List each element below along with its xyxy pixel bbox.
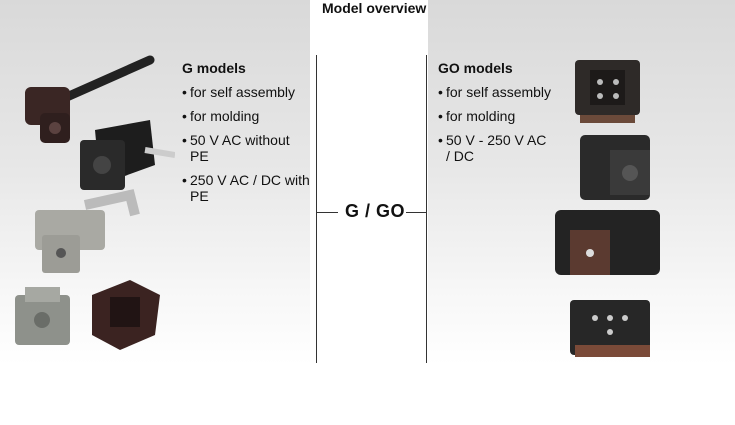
page-title: Model overview [322, 0, 427, 16]
go-models-title: GO models [438, 60, 513, 76]
right-connector-line [406, 212, 427, 213]
g-item-250v: •250 V AC / DC with PE [182, 172, 310, 204]
go-item-voltage: •50 V - 250 V AC / DC [438, 132, 547, 164]
grey-socket-image [15, 287, 70, 345]
black-connector-image [80, 120, 175, 190]
g-models-title: G models [182, 60, 246, 76]
brown-socket-image [92, 280, 160, 350]
g-connectors-photo [15, 55, 175, 350]
grey-angle-connector-image [35, 189, 140, 273]
g-item-self-assembly: •for self assembly [182, 84, 296, 100]
go-square-socket-image [575, 60, 640, 123]
left-divider [316, 55, 317, 363]
go-large-connector-image [555, 210, 660, 275]
g-item-molding: •for molding [182, 108, 260, 124]
g-item-50v: •50 V AC without PE [182, 132, 290, 164]
dark-angle-connector-image [25, 87, 70, 143]
go-angle-connector-image [580, 135, 650, 200]
go-item-self-assembly: •for self assembly [438, 84, 552, 100]
g-go-center-label: G / GO [345, 201, 406, 221]
left-connector-line [316, 212, 338, 213]
right-divider [426, 55, 427, 363]
go-item-molding: •for molding [438, 108, 516, 124]
go-flange-socket-image [570, 300, 650, 357]
g-models-list: •for self assembly •for molding •50 V AC… [182, 84, 312, 212]
go-connectors-photo [555, 60, 660, 357]
go-models-list: •for self assembly •for molding •50 V - … [438, 84, 553, 172]
